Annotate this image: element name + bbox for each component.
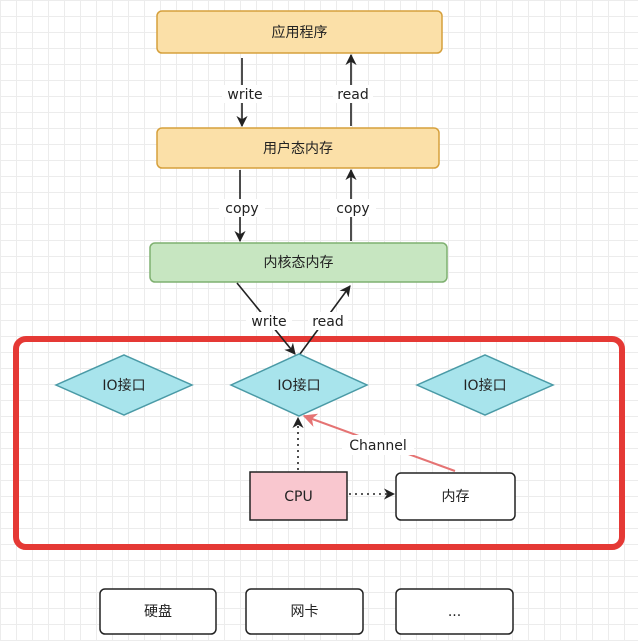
io-interface-center: IO接口	[229, 353, 369, 417]
nic-node: 网卡	[245, 588, 364, 635]
cpu-label: CPU	[284, 489, 312, 505]
user-memory-label: 用户态内存	[263, 140, 333, 157]
io-interface-left: IO接口	[54, 354, 194, 416]
io-center-label: IO接口	[277, 377, 320, 394]
disk-label: 硬盘	[144, 603, 172, 620]
nic-label: 网卡	[291, 604, 319, 620]
write-label-2: write	[251, 314, 286, 330]
app-node: 应用程序	[156, 10, 443, 54]
write-label-1: write	[227, 87, 262, 103]
more-devices-node: ...	[395, 588, 514, 635]
copy-label-1: copy	[225, 201, 258, 217]
read-label-2: read	[312, 314, 344, 330]
copy-label-2: copy	[336, 201, 369, 217]
memory-node: 内存	[395, 472, 516, 521]
disk-node: 硬盘	[99, 588, 217, 635]
io-left-label: IO接口	[102, 377, 145, 394]
io-right-label: IO接口	[463, 377, 506, 394]
hardware-frame	[13, 336, 625, 550]
user-memory-node: 用户态内存	[156, 127, 440, 169]
io-interface-right: IO接口	[415, 354, 555, 416]
cpu-node: CPU	[249, 471, 348, 521]
channel-label: Channel	[349, 438, 406, 454]
read-label-1: read	[337, 87, 369, 103]
more-devices-label: ...	[448, 604, 461, 620]
app-node-label: 应用程序	[272, 24, 328, 41]
memory-label: 内存	[442, 489, 470, 505]
kernel-memory-label: 内核态内存	[264, 255, 334, 271]
kernel-memory-node: 内核态内存	[149, 242, 448, 283]
